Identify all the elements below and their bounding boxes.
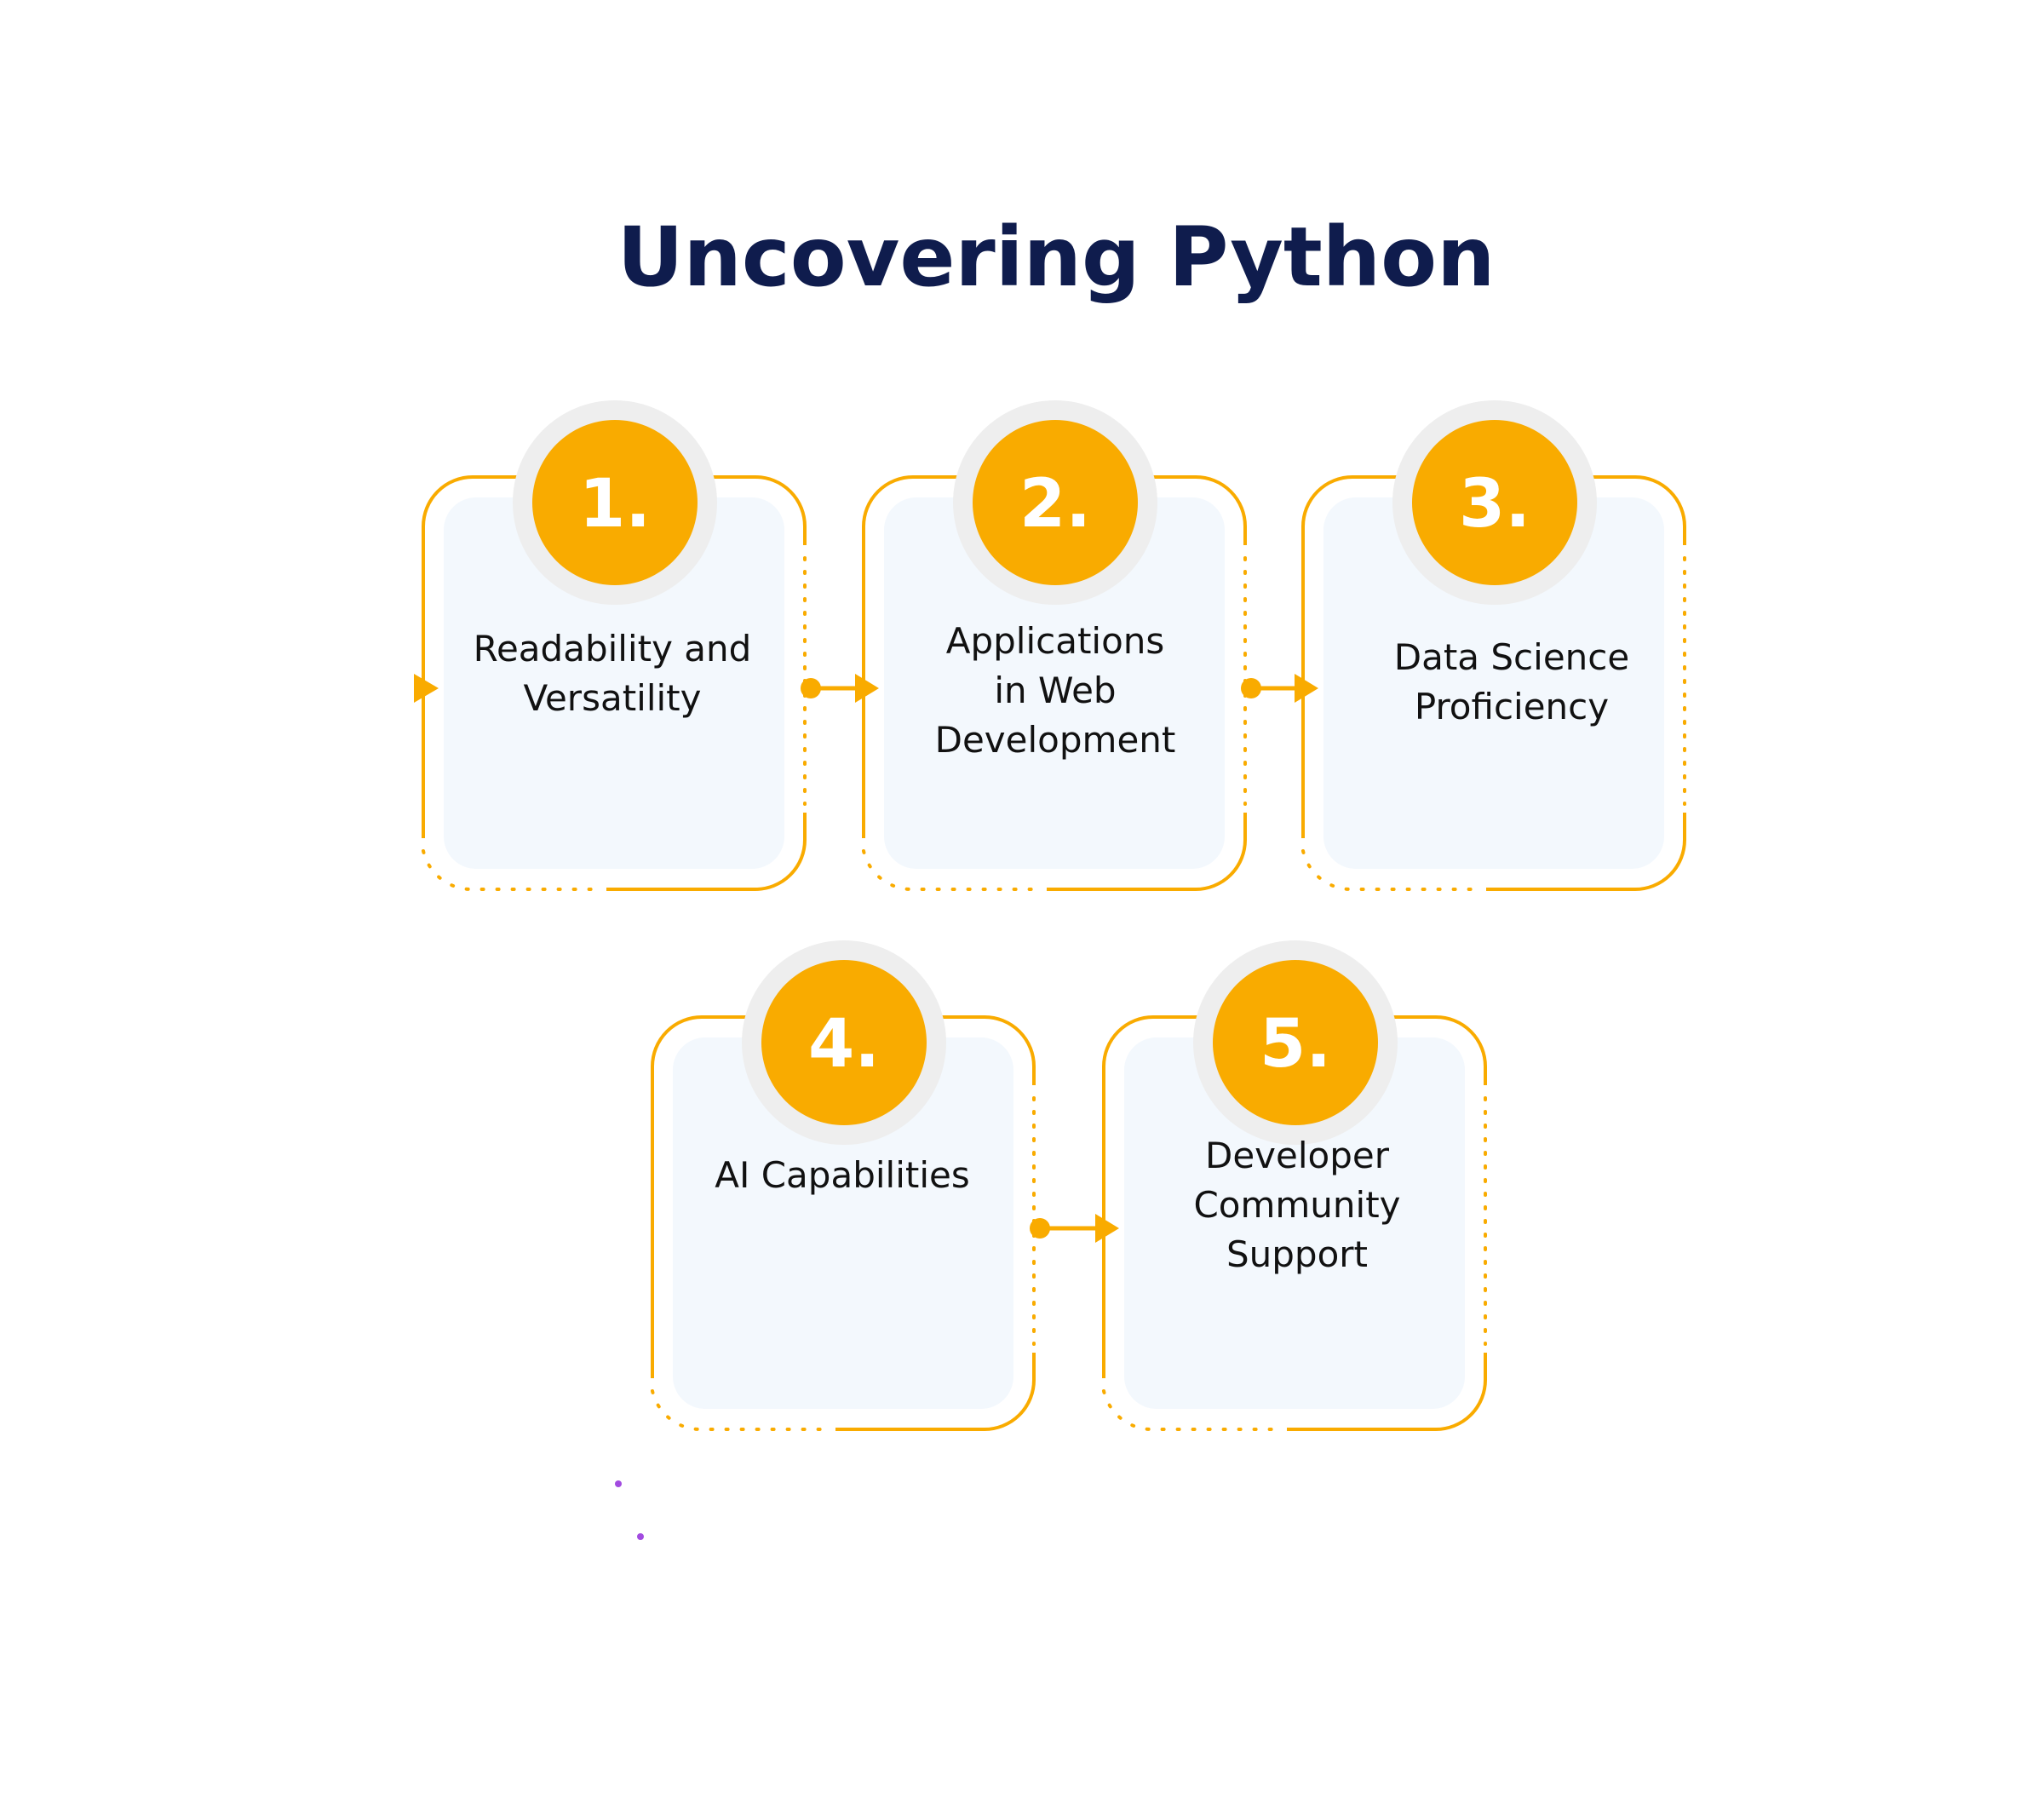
step-number: 4. <box>808 1006 880 1083</box>
badge-circle <box>1412 420 1577 585</box>
step-label-line: AI Capabilities <box>715 1154 969 1196</box>
step-label-line: Community <box>1193 1184 1400 1226</box>
connector-arrowhead <box>855 674 879 703</box>
card-frame-solid-bottom <box>1047 813 1247 891</box>
card-panel <box>1323 497 1664 869</box>
step-label-line: in Web <box>994 670 1116 711</box>
badge-circle <box>973 420 1138 585</box>
step-number: 3. <box>1459 466 1530 543</box>
card-frame-solid-bottom <box>835 1353 1036 1431</box>
card-frame-dotted-bottom <box>1102 1389 1276 1432</box>
step-label-line: Applications <box>946 620 1165 662</box>
arrows-layer <box>414 674 1318 1243</box>
badge-circle <box>1213 960 1378 1125</box>
step-card-4: 4. AI Capabilities <box>651 940 1036 1432</box>
step-label: AI Capabilities <box>715 1154 969 1196</box>
connector-2-3 <box>1241 674 1318 703</box>
diagram-title: Uncovering Python <box>617 210 1496 305</box>
connector-arrowhead <box>1095 1214 1119 1243</box>
step-number: 2. <box>1019 466 1091 543</box>
step-label-line: Proficiency <box>1415 686 1609 727</box>
card-frame-solid-bottom <box>606 813 807 891</box>
card-panel <box>1124 1037 1465 1409</box>
step-label-line: Development <box>935 719 1176 761</box>
card-frame-dotted-bottom <box>862 849 1036 892</box>
step-label-line: Data Science <box>1394 636 1629 678</box>
card-panel <box>444 497 784 869</box>
step-label-line: Readability and <box>474 628 752 670</box>
card-frame-solid-bottom <box>1486 813 1686 891</box>
step-number: 5. <box>1260 1006 1331 1083</box>
badge-circle <box>761 960 927 1125</box>
connector-4-5 <box>1030 1214 1119 1243</box>
card-panel <box>673 1037 1013 1409</box>
connector-arrowhead <box>1295 674 1318 703</box>
stray-dot <box>615 1480 622 1487</box>
card-frame-dotted-bottom <box>422 849 595 892</box>
card-frame-solid-bottom <box>1287 1353 1487 1431</box>
stray-dot <box>637 1533 644 1540</box>
connector-1-2 <box>801 674 879 703</box>
step-label-line: Developer <box>1205 1135 1390 1176</box>
badge-circle <box>532 420 698 585</box>
entry-arrowhead <box>414 674 439 703</box>
card-frame-dotted-bottom <box>651 1389 824 1432</box>
card-frame-dotted-bottom <box>1301 849 1475 892</box>
step-number: 1. <box>579 466 651 543</box>
card-panel <box>884 497 1225 869</box>
step-label-line: Support <box>1226 1233 1368 1275</box>
step-label-line: Versatility <box>524 677 702 719</box>
